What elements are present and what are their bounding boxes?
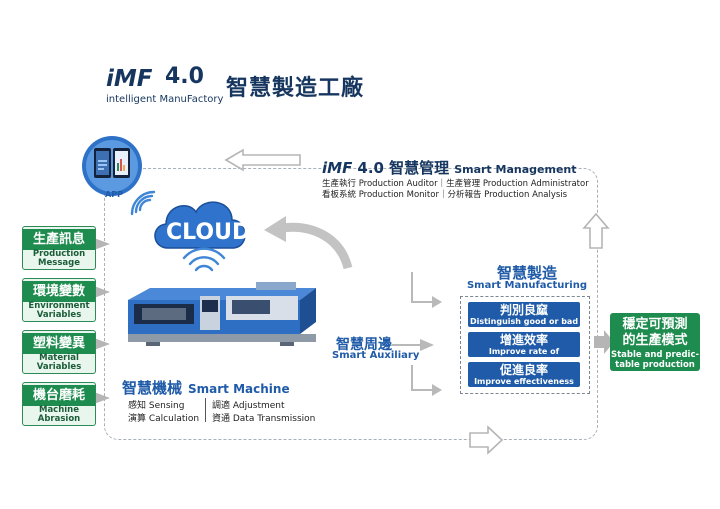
flow-frame: [104, 168, 598, 440]
manufacturing-group: [460, 296, 590, 394]
manufacturing-title-en: Smart Manufacturing: [466, 280, 588, 291]
input-machine-abrasion: 機台磨耗 Machine Abrasion: [22, 382, 96, 426]
input-cn: 環境變數: [23, 281, 95, 302]
management-title: iMF 4.0 智慧管理 Smart Management: [322, 157, 577, 178]
machine-title-en: Smart Machine: [188, 382, 290, 396]
page-title: 智慧製造工廠: [226, 76, 365, 101]
input-material-variables: 塑料變異 Material Variables: [22, 330, 96, 374]
input-en: Material Variables: [36, 353, 82, 372]
item-en: Improve effectiveness: [474, 377, 574, 386]
connector-2: [411, 365, 432, 391]
management-title-cn: 智慧管理: [389, 159, 450, 177]
auxiliary-title-cn: 智慧周邊: [336, 337, 392, 353]
arrow-right-bottom-icon: [469, 425, 504, 455]
input-cn: 生產訊息: [23, 229, 95, 250]
arrow-up-icon: [582, 212, 610, 249]
output-cn-line-1: 穩定可預測: [622, 317, 688, 332]
input-production-message: 生產訊息 Production Message: [22, 226, 96, 270]
machine-wifi-icon: [182, 247, 226, 272]
output-stable-production: 穩定可預測 的生產模式 Stable and predic- table pro…: [610, 313, 700, 371]
item-cn: 促進良率: [499, 363, 548, 377]
app-phone-icon: [82, 136, 142, 196]
arrow-to-output-icon: [594, 330, 614, 354]
machine-feature-calculation: 演算 Calculation: [128, 414, 200, 424]
machine-title: 智慧機械 Smart Machine: [122, 377, 290, 398]
connector-1: [411, 272, 432, 303]
input-cn: 機台磨耗: [23, 385, 95, 406]
item-en: Improve rate of production: [488, 347, 560, 365]
input-en: Machine Abrasion: [37, 405, 81, 424]
wifi-icon: [130, 190, 156, 216]
item-cn: 判別良窳: [499, 303, 548, 317]
management-brand: iMF: [322, 159, 353, 177]
output-en-line-2: table production: [615, 360, 695, 370]
item-cn: 增進效率: [499, 333, 548, 347]
output-cn-line-2: 的生產模式: [622, 333, 688, 348]
management-version: 4.0: [357, 159, 384, 177]
input-en: Production Message: [32, 249, 86, 268]
input-cn: 塑料變異: [23, 333, 95, 354]
cloud-label: CLOUD: [166, 220, 251, 245]
input-environment-variables: 環境變數 Environment Variables: [22, 278, 96, 322]
item-en: Distinguish good or bad: [469, 317, 579, 326]
manufacturing-item-quality: 判別良窳 Distinguish good or bad: [468, 302, 580, 327]
app-label: APP: [105, 190, 123, 199]
machine-feature-data-transmission: 資通 Data Transmission: [212, 414, 316, 424]
machine-feature-sensing: 感知 Sensing: [128, 401, 185, 411]
brand-version: 4.0: [165, 64, 204, 89]
output-en-line-1: Stable and predic-: [610, 350, 700, 360]
brand-imf: iMF: [106, 66, 153, 92]
manufacturing-item-efficiency: 增進效率 Improve rate of production: [468, 332, 580, 365]
management-line-2: 看板系統 Production Monitor｜分析報告 Production …: [322, 190, 568, 200]
management-line-1: 生產執行 Production Auditor｜生產管理 Production …: [322, 179, 589, 189]
management-title-en: Smart Management: [454, 163, 577, 176]
machine-title-cn: 智慧機械: [122, 379, 183, 397]
machine-feature-divider: [205, 398, 206, 422]
machine-feature-adjustment: 調適 Adjustment: [212, 401, 285, 411]
cloud-icon: [154, 201, 246, 249]
brand-subtitle: intelligent ManuFactory: [106, 94, 224, 105]
injection-machine-icon: [128, 282, 316, 346]
manufacturing-title-cn: 智慧製造: [496, 264, 557, 282]
auxiliary-title-en: Smart Auxiliary: [332, 350, 420, 361]
manufacturing-item-yield: 促進良率 Improve effectiveness: [468, 362, 580, 387]
arrow-curve-to-cloud-icon: [264, 216, 353, 270]
input-en: Environment Variables: [28, 301, 90, 320]
arrow-left-top-icon: [224, 148, 301, 172]
